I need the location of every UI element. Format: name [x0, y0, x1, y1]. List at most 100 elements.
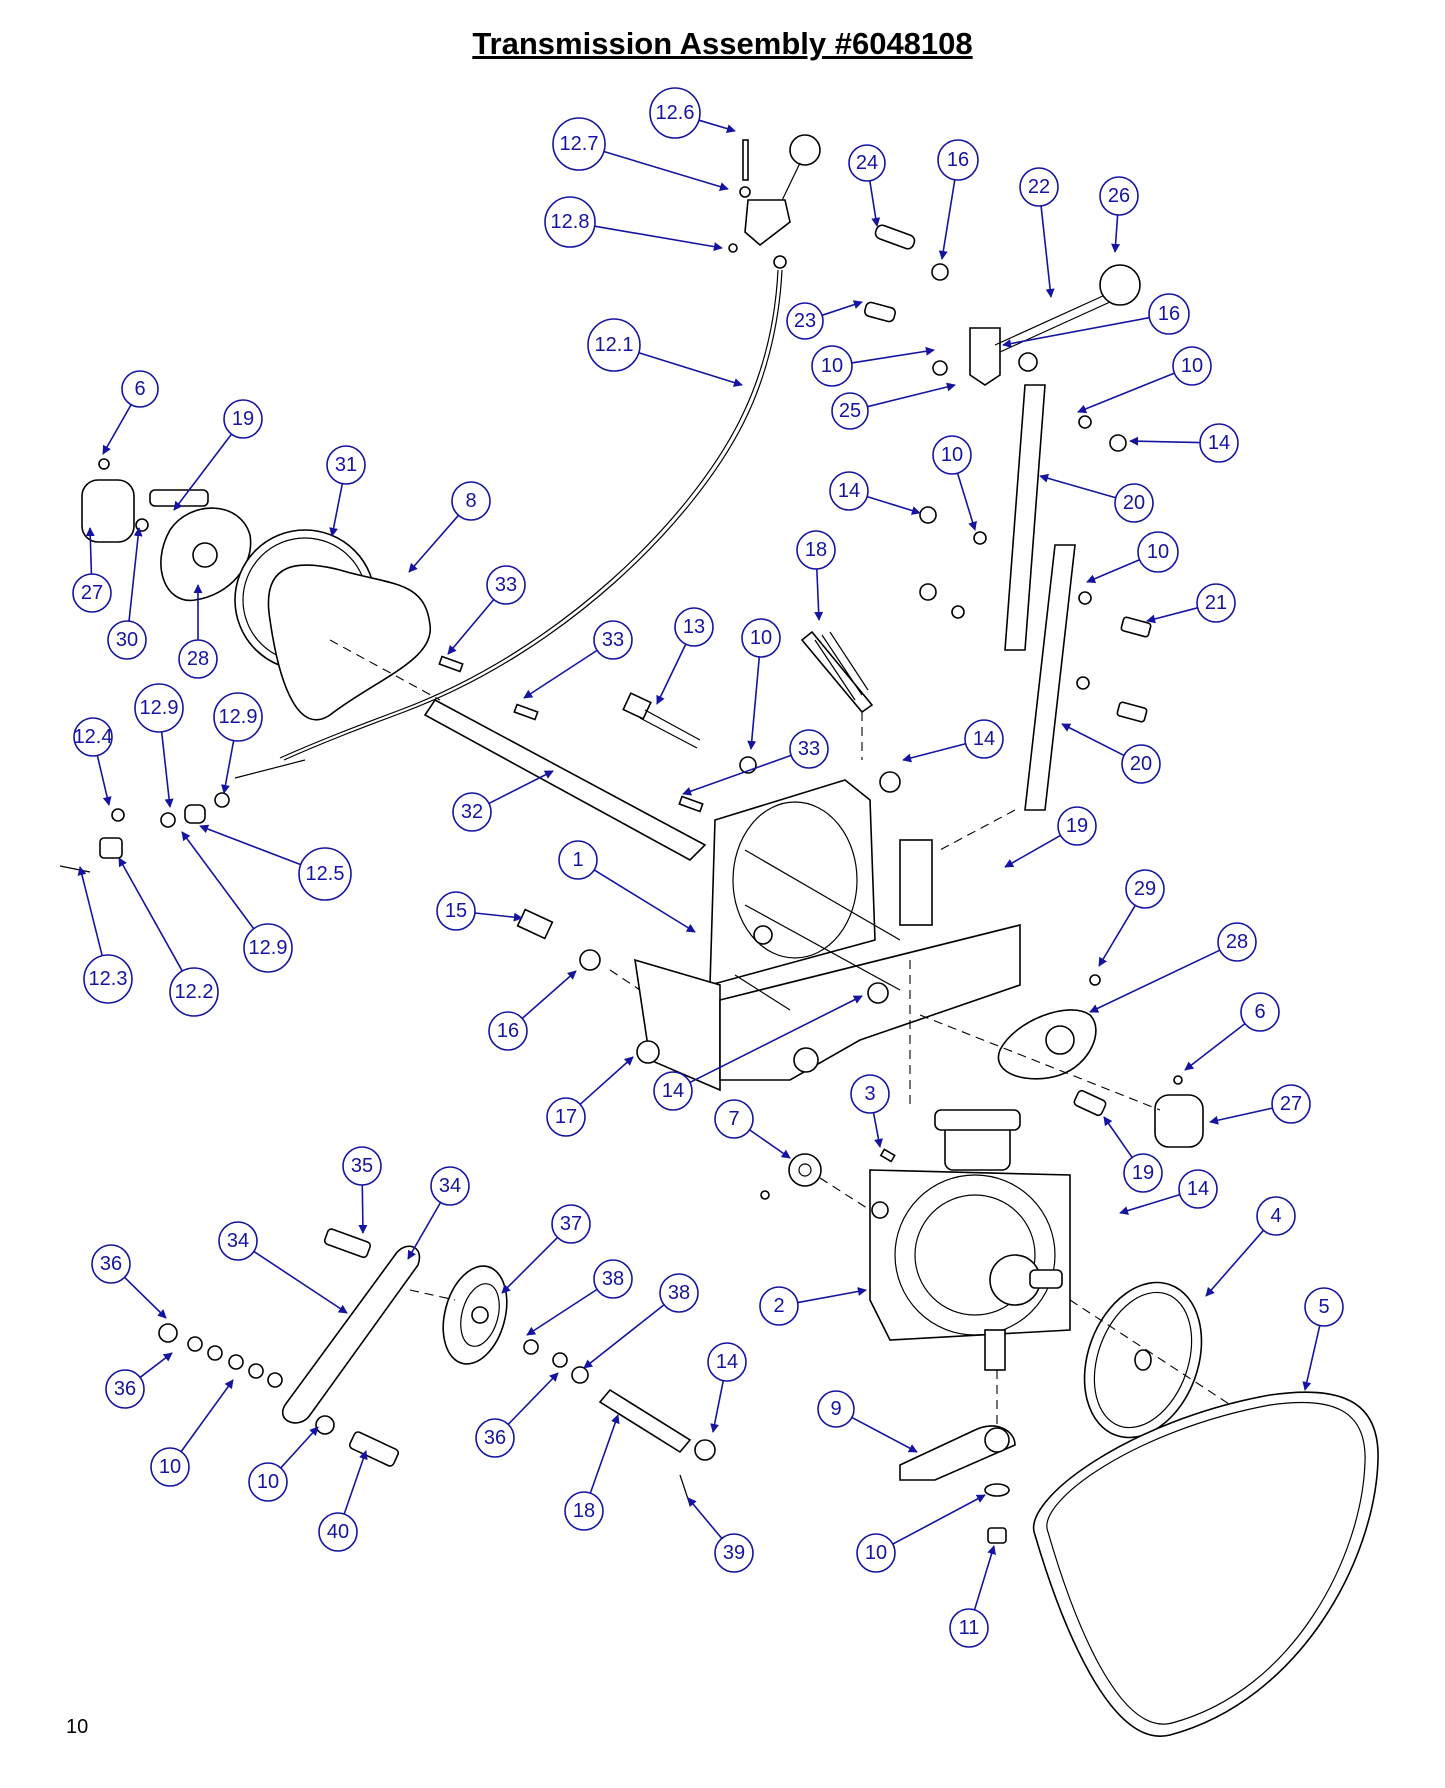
part-callout: 31 — [326, 445, 366, 485]
callout-leader-arrow — [866, 495, 921, 515]
callout-bubble — [436, 891, 476, 931]
callout-leader-arrow — [594, 225, 723, 252]
callout-bubble — [552, 117, 606, 171]
callout-label: 29 — [1134, 878, 1156, 900]
callout-leader-arrow — [682, 754, 792, 796]
part-callout: 3 — [850, 1074, 890, 1114]
part-callout: 36 — [91, 1244, 131, 1284]
callout-label: 34 — [439, 1175, 461, 1197]
callout-bubble — [326, 445, 366, 485]
callout-leader-arrow — [956, 472, 977, 531]
callout-leader-arrow — [589, 1414, 620, 1494]
callout-label: 26 — [1108, 185, 1130, 207]
callout-leader-arrow — [698, 119, 736, 133]
part-callout: 24 — [848, 144, 886, 182]
callout-label: 33 — [602, 629, 624, 651]
callout-bubble — [107, 620, 147, 660]
callout-label: 33 — [798, 738, 820, 760]
callout-label: 19 — [1132, 1162, 1154, 1184]
part-callout: 33 — [593, 620, 633, 660]
callout-label: 12.7 — [560, 133, 599, 155]
callout-bubble — [558, 840, 598, 880]
part-callout: 18 — [796, 530, 836, 570]
part-callout: 29 — [1125, 869, 1165, 909]
callout-leader-arrow — [821, 300, 863, 317]
callout-bubble — [932, 435, 972, 475]
small-sprocket-drawing — [760, 1148, 896, 1211]
callout-bubble — [1114, 483, 1154, 523]
callout-leader-arrow — [447, 599, 495, 655]
callout-label: 36 — [484, 1427, 506, 1449]
callout-label: 13 — [683, 616, 705, 638]
part-callout: 10 — [150, 1447, 190, 1487]
part-callout: 28 — [178, 639, 218, 679]
callout-bubble — [1125, 869, 1165, 909]
callout-bubble — [342, 1146, 382, 1186]
callout-leader-arrow — [523, 649, 598, 699]
callout-bubble — [714, 1533, 754, 1573]
callout-leader-arrow — [407, 1202, 442, 1260]
callout-leader-arrow — [102, 404, 132, 455]
callout-label: 14 — [1208, 432, 1230, 454]
callout-bubble — [213, 692, 263, 742]
part-callout: 5 — [1304, 1287, 1344, 1327]
callout-leader-arrow — [1089, 949, 1221, 1013]
part-callout: 10 — [811, 345, 853, 387]
callout-bubble — [964, 719, 1004, 759]
callout-bubble — [1196, 583, 1236, 623]
part-callout: 14 — [653, 1071, 693, 1111]
callout-label: 20 — [1130, 753, 1152, 775]
part-callout: 27 — [72, 573, 112, 613]
part-callout: 10 — [1137, 531, 1179, 573]
callout-label: 19 — [1066, 815, 1088, 837]
part-callout: 19 — [223, 399, 263, 439]
callout-bubble — [649, 87, 701, 139]
callout-label: 4 — [1270, 1205, 1281, 1227]
callout-leader-arrow — [474, 912, 523, 922]
part-callout: 33 — [789, 729, 829, 769]
part-callout: 12.5 — [298, 847, 352, 901]
callout-bubble — [789, 729, 829, 769]
callout-bubble — [741, 618, 781, 658]
callout-bubble — [659, 1273, 699, 1313]
part-callout: 19 — [1057, 806, 1097, 846]
part-callout: 13 — [674, 607, 714, 647]
part-callout: 40 — [318, 1512, 358, 1552]
part-callout: 25 — [831, 392, 869, 430]
part-callout: 17 — [546, 1097, 586, 1137]
callout-leader-arrow — [603, 150, 729, 191]
callout-leader-arrow — [118, 857, 183, 972]
callout-bubble — [452, 792, 492, 832]
spring-upper-drawing — [800, 630, 874, 760]
callout-label: 10 — [159, 1456, 181, 1478]
callout-bubble — [707, 1342, 747, 1382]
callout-bubble — [318, 1512, 358, 1552]
callout-label: 24 — [856, 152, 878, 174]
callout-label: 39 — [723, 1542, 745, 1564]
callout-bubble — [796, 530, 836, 570]
callout-bubble — [587, 318, 641, 372]
callout-leader-arrow — [180, 1379, 234, 1453]
callout-bubble — [829, 471, 869, 511]
chain-drive-drawing — [81, 458, 441, 721]
callout-bubble — [218, 1221, 258, 1261]
part-callout: 34 — [218, 1221, 258, 1261]
callout-bubble — [488, 1011, 528, 1051]
callout-leader-arrow — [526, 1288, 598, 1336]
callout-bubble — [714, 1099, 754, 1139]
callout-leader-arrow — [221, 740, 235, 794]
callout-leader-arrow — [199, 824, 302, 866]
callout-label: 8 — [465, 490, 476, 512]
callout-leader-arrow — [1205, 1229, 1265, 1297]
callout-leader-arrow — [253, 1250, 348, 1314]
part-callout: 20 — [1121, 744, 1161, 784]
part-callout: 34 — [430, 1166, 470, 1206]
callout-label: 14 — [662, 1080, 684, 1102]
part-callout: 14 — [964, 719, 1004, 759]
part-callout: 30 — [107, 620, 147, 660]
callout-label: 12.9 — [249, 937, 288, 959]
callout-bubble — [1199, 423, 1239, 463]
linkage-drawing — [864, 224, 1152, 851]
callout-label: 12.9 — [140, 697, 179, 719]
